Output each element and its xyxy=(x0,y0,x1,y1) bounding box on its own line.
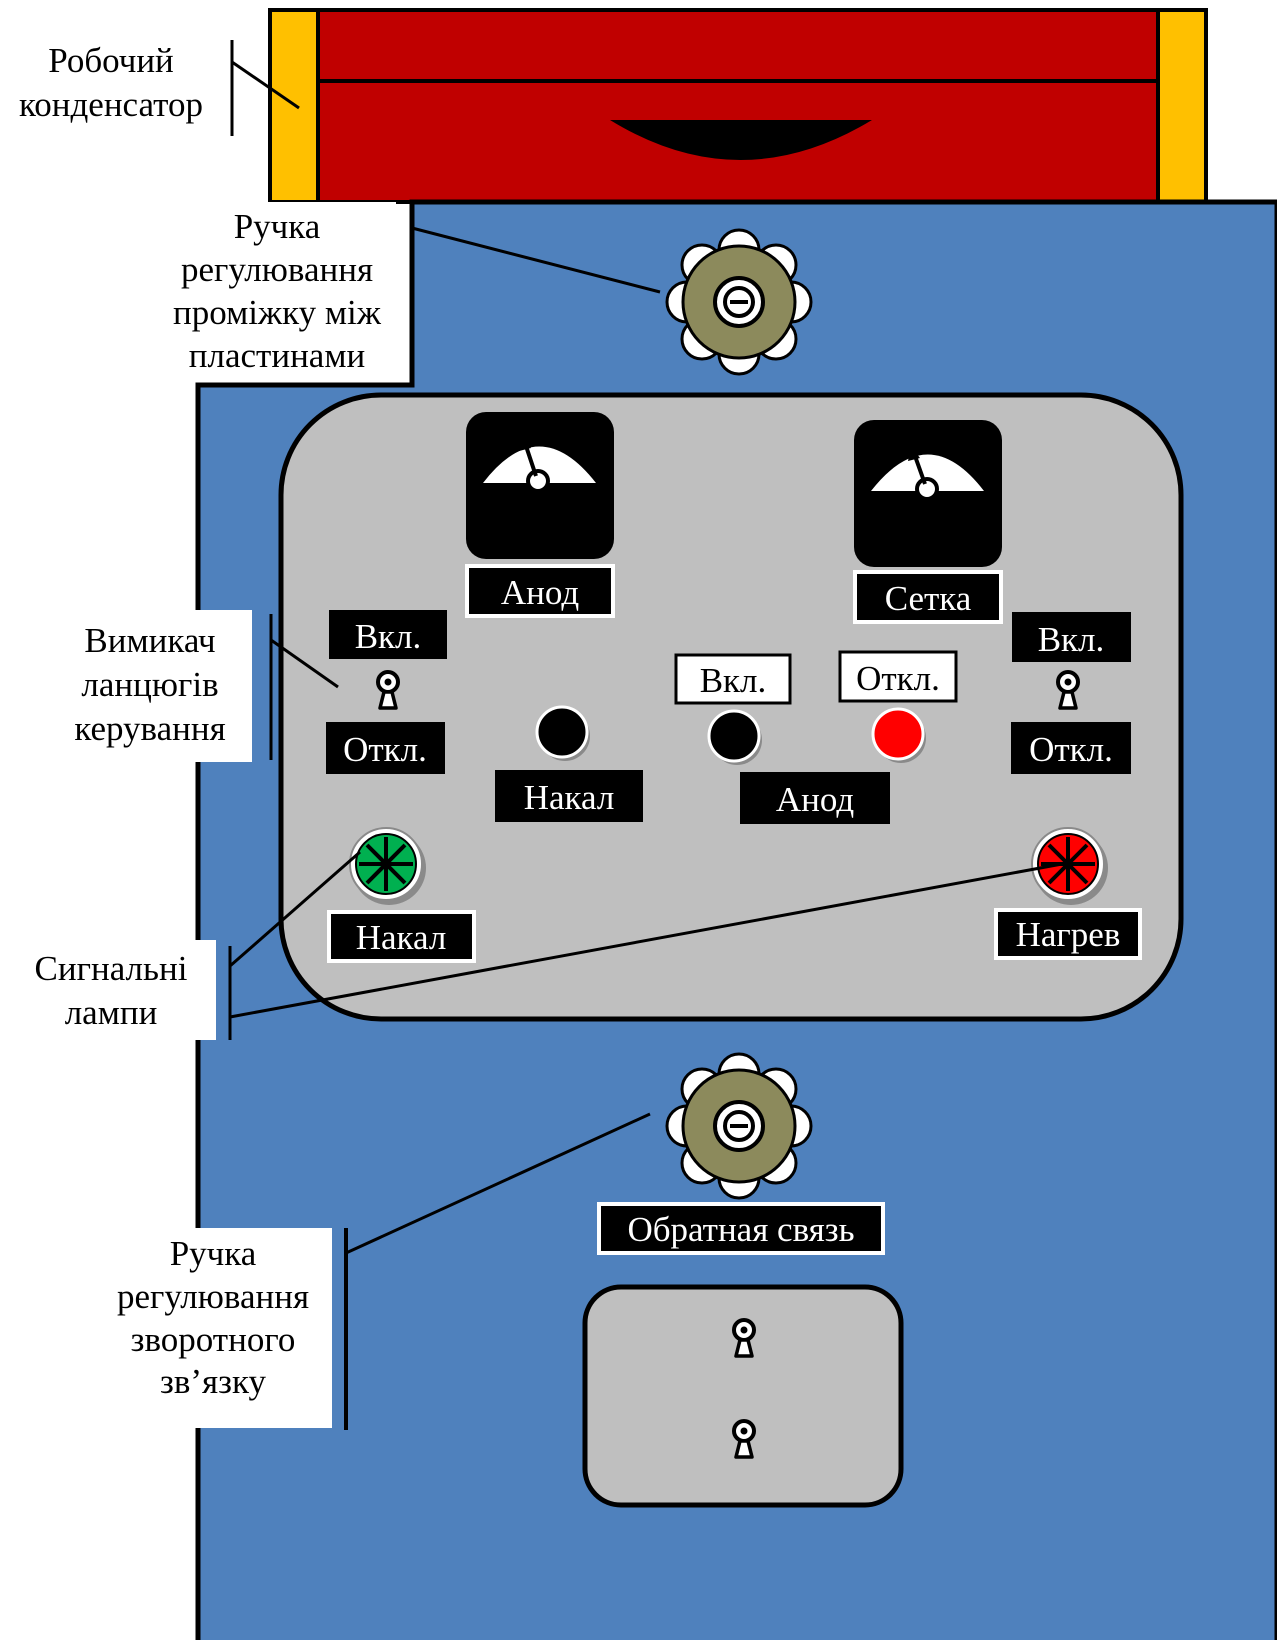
callout-line: Сигнальні xyxy=(35,949,188,988)
left-control-toggle[interactable] xyxy=(376,670,400,710)
callout-line: керування xyxy=(74,709,225,748)
filament-lamp-plate: Накал xyxy=(327,910,476,963)
leader-switch xyxy=(270,638,339,689)
anode-off-plate: Откл. xyxy=(838,650,958,703)
callout-line: лампи xyxy=(65,993,158,1032)
anode-buttons-plate: Анод xyxy=(740,772,890,824)
left-switch-on-label: Вкл. xyxy=(355,617,422,656)
right-switch-off-plate: Откл. xyxy=(1011,722,1131,774)
callout-signal-lamps: Сигнальні лампи xyxy=(20,940,216,1040)
feedback-adjust-knob[interactable] xyxy=(665,1052,813,1200)
grid-meter-needle-tip xyxy=(908,446,920,461)
callout-line: Ручка xyxy=(170,1234,257,1273)
leader-feedback xyxy=(345,1112,651,1255)
grid-meter-label: Сетка xyxy=(885,579,972,618)
leader-gap-knob xyxy=(411,226,661,294)
callout-line: Вимикач xyxy=(84,621,215,660)
anode-meter-pivot xyxy=(526,469,550,493)
grid-meter-pivot xyxy=(915,477,939,501)
left-switch-off-label: Откл. xyxy=(343,730,427,769)
lower-subpanel xyxy=(582,1284,904,1508)
leader-lines xyxy=(228,40,1063,1430)
callout-line: Робочий xyxy=(48,41,174,80)
callout-control-switch: Вимикач ланцюгів керування xyxy=(52,610,252,762)
right-switch-on-plate: Вкл. xyxy=(1012,612,1131,662)
filament-signal-lamp xyxy=(349,827,426,905)
filament-button-plate: Накал xyxy=(495,770,643,822)
anode-meter-needle-tip xyxy=(519,436,531,451)
capacitor-body xyxy=(316,8,1160,204)
anode-on-plate: Вкл. xyxy=(674,653,792,705)
grid-meter-dial xyxy=(871,454,984,491)
lower-toggle-lower[interactable] xyxy=(732,1419,756,1459)
heating-lamp-label: Нагрев xyxy=(1016,915,1121,954)
anode-buttons-label: Анод xyxy=(776,780,854,819)
lower-toggle-upper[interactable] xyxy=(732,1318,756,1358)
anode-on-label: Вкл. xyxy=(700,661,767,700)
grid-meter-needle xyxy=(913,455,927,485)
right-switch-on-label: Вкл. xyxy=(1038,620,1105,659)
callout-feedback-knob: Ручка регулювання зворотного зв’язку xyxy=(100,1228,332,1428)
left-switch-off-plate: Откл. xyxy=(326,722,445,774)
filament-button-label: Накал xyxy=(524,778,615,817)
gap-adjust-knob[interactable] xyxy=(665,228,813,376)
left-switch-on-plate: Вкл. xyxy=(329,610,447,659)
anode-meter-label: Анод xyxy=(501,573,579,612)
grid-meter-plate: Сетка xyxy=(853,570,1003,624)
leader-capacitor xyxy=(231,60,300,110)
anode-meter-needle xyxy=(524,445,538,477)
callout-line: проміжку між xyxy=(173,293,382,332)
grid-meter xyxy=(854,420,1002,567)
feedback-plate: Обратная связь xyxy=(597,1202,885,1255)
callout-line: ланцюгів xyxy=(81,665,218,704)
callout-line: конденсатор xyxy=(19,85,203,124)
capacitor-right-end xyxy=(1154,8,1208,204)
capacitor-handle xyxy=(610,120,872,160)
callout-line: регулювання xyxy=(181,250,373,289)
anode-off-button[interactable] xyxy=(871,707,926,763)
callout-gap-knob: Ручка регулювання проміжку між пластинам… xyxy=(173,202,396,382)
callout-line: зв’язку xyxy=(160,1362,266,1401)
anode-on-button[interactable] xyxy=(707,709,762,765)
heating-signal-lamp xyxy=(1031,827,1108,905)
leader-lamp-red xyxy=(229,862,1063,1019)
anode-meter-dial xyxy=(483,446,596,483)
callout-line: зворотного xyxy=(131,1320,296,1359)
callout-line: пластинами xyxy=(189,336,365,375)
heating-lamp-plate: Нагрев xyxy=(994,908,1142,960)
feedback-label: Обратная связь xyxy=(627,1210,854,1249)
working-capacitor xyxy=(268,8,1208,204)
callout-line: Ручка xyxy=(234,207,321,246)
right-control-toggle[interactable] xyxy=(1056,670,1080,710)
filament-button[interactable] xyxy=(535,705,590,761)
leader-lamp-green xyxy=(229,850,361,968)
anode-meter-plate: Анод xyxy=(465,564,615,618)
callout-working-capacitor: Робочий конденсатор xyxy=(19,41,203,124)
anode-off-label: Откл. xyxy=(856,659,940,698)
filament-lamp-label: Накал xyxy=(356,918,447,957)
right-switch-off-label: Откл. xyxy=(1029,730,1113,769)
callout-line: регулювання xyxy=(117,1277,309,1316)
anode-meter xyxy=(466,412,614,559)
